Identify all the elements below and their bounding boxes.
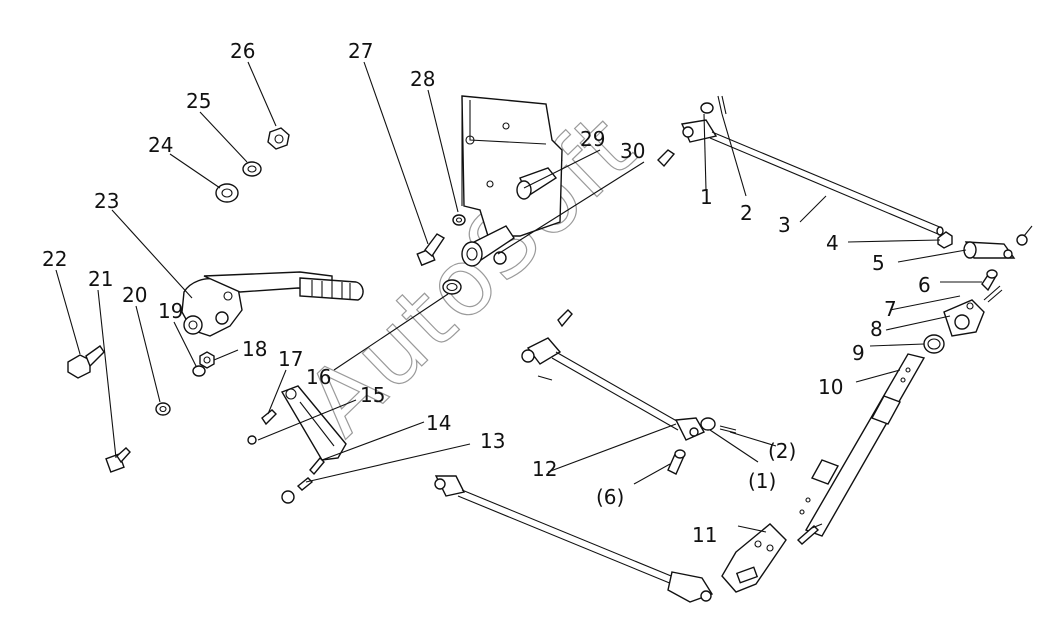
callout-24: 24 [148, 133, 173, 157]
callout-29: 29 [580, 127, 605, 151]
leader-lines [55, 61, 982, 533]
callout-20: 20 [122, 283, 147, 307]
callout-3: 3 [778, 213, 791, 237]
nut-19 [192, 365, 206, 377]
callout-6-sub: (6) [596, 485, 624, 509]
callout-1: 1 [700, 185, 713, 209]
ring-16 [442, 279, 462, 295]
bracket-29 [461, 95, 563, 237]
washer-15 [247, 435, 257, 445]
nut-26 [267, 127, 290, 150]
clevis-5 [963, 241, 1016, 259]
callout-21: 21 [88, 267, 113, 291]
nut-18 [199, 351, 215, 369]
callout-8: 8 [870, 317, 883, 341]
callout-5: 5 [872, 251, 885, 275]
callout-11: 11 [692, 523, 717, 547]
ring-9 [923, 334, 945, 354]
cotter-pin-2-sub [719, 425, 737, 434]
nut-4 [937, 231, 953, 249]
callout-27: 27 [348, 39, 373, 63]
bolt-21 [105, 447, 131, 473]
callout-6: 6 [918, 273, 931, 297]
bolt-27 [416, 233, 445, 267]
callout-2-sub: (2) [768, 439, 796, 463]
callout-labels: 26 27 28 25 24 29 30 23 22 21 20 19 18 1… [42, 39, 931, 547]
pin-11b [796, 523, 823, 545]
clevis-pin-6 [981, 269, 998, 292]
bolt-22 [67, 345, 105, 379]
washer-28 [452, 214, 466, 226]
callout-13: 13 [480, 429, 505, 453]
cotter-pin-2 [717, 95, 727, 115]
rod-3 [680, 119, 944, 236]
callout-16: 16 [306, 365, 331, 389]
nut-20 [155, 402, 171, 416]
shaft-10 [799, 353, 926, 537]
callout-2: 2 [740, 201, 753, 225]
callout-25: 25 [186, 89, 211, 113]
washer-24 [215, 183, 239, 203]
rod-12 [521, 309, 705, 441]
callout-30: 30 [620, 139, 645, 163]
washer-25 [242, 161, 262, 177]
callout-9: 9 [852, 341, 865, 365]
washer-1-sub [700, 417, 716, 431]
cotter-pin [537, 375, 553, 381]
pin-5b [1016, 225, 1033, 246]
equaliser-7 [943, 285, 1003, 337]
callout-4: 4 [826, 231, 839, 255]
callout-22: 22 [42, 247, 67, 271]
callout-1-sub: (1) [748, 469, 776, 493]
callout-23: 23 [94, 189, 119, 213]
callout-10: 10 [818, 375, 843, 399]
pin-upper [657, 149, 676, 168]
callout-7: 7 [884, 297, 897, 321]
callout-15: 15 [360, 383, 385, 407]
callout-19: 19 [158, 299, 183, 323]
callout-26: 26 [230, 39, 255, 63]
callout-12: 12 [532, 457, 557, 481]
callout-14: 14 [426, 411, 451, 435]
hand-brake-lever-23 [181, 271, 364, 337]
lever-arm-14 [280, 385, 347, 504]
shaft-30 [461, 225, 515, 267]
washer-1 [700, 102, 714, 114]
rod-lower [434, 475, 714, 603]
callout-17: 17 [278, 347, 303, 371]
clamp-11 [721, 523, 787, 593]
callout-28: 28 [410, 67, 435, 91]
callout-18: 18 [242, 337, 267, 361]
clevis-pin-6-sub [667, 449, 686, 475]
